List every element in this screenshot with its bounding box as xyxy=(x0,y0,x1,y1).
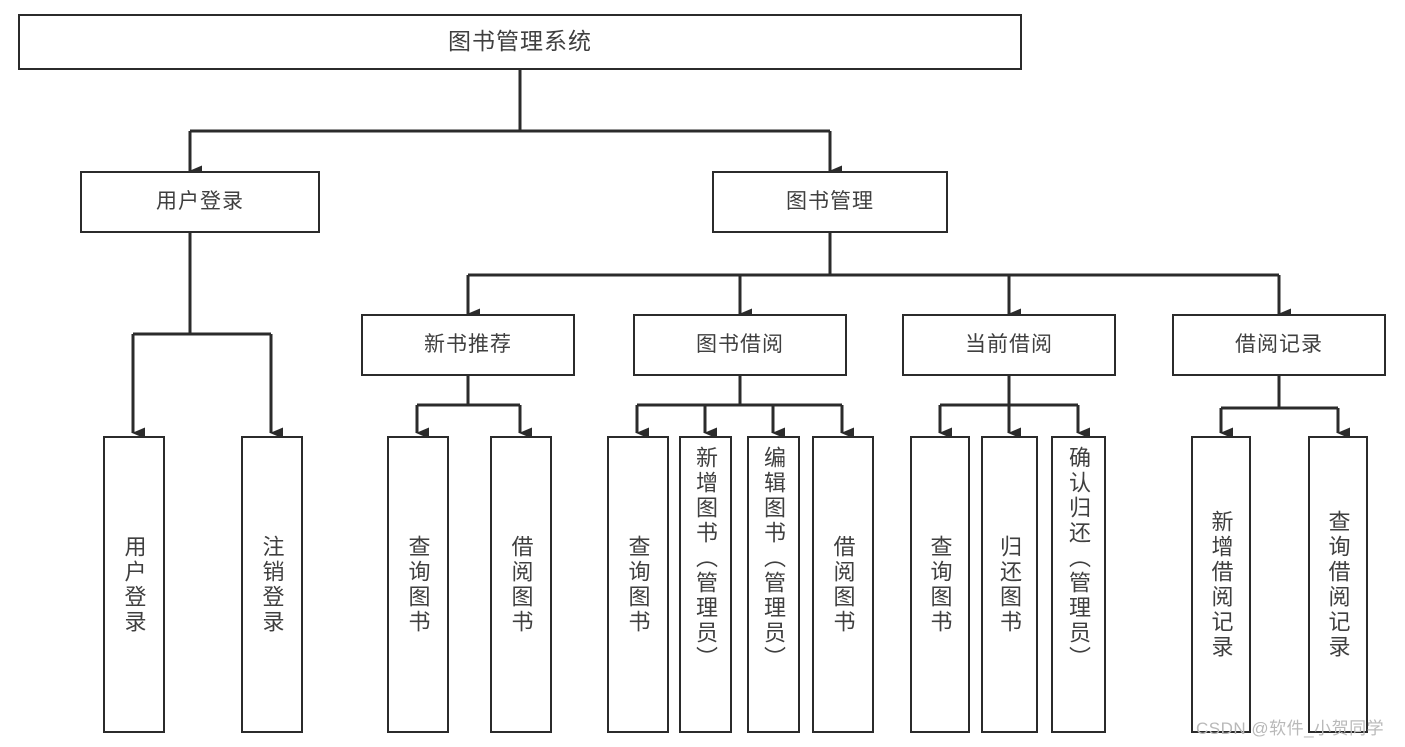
node-leaf-query-book-2-label: 查询图书 xyxy=(625,534,651,635)
node-current-borrow[interactable]: 当前借阅 xyxy=(902,314,1116,376)
node-leaf-query-record-label: 查询借阅记录 xyxy=(1325,509,1351,660)
node-leaf-borrow-book-1[interactable]: 借阅图书 xyxy=(490,436,552,733)
node-root-label: 图书管理系统 xyxy=(448,28,592,55)
node-leaf-borrow-book-2-label: 借阅图书 xyxy=(830,534,856,635)
node-leaf-query-book-1[interactable]: 查询图书 xyxy=(387,436,449,733)
node-leaf-add-book[interactable]: 新增图书（管理员） xyxy=(679,436,732,733)
node-leaf-query-record[interactable]: 查询借阅记录 xyxy=(1308,436,1368,733)
node-book-manage-label: 图书管理 xyxy=(786,189,874,213)
node-current-borrow-label: 当前借阅 xyxy=(965,332,1053,356)
node-root[interactable]: 图书管理系统 xyxy=(18,14,1022,70)
node-borrow-record[interactable]: 借阅记录 xyxy=(1172,314,1386,376)
node-new-book-rec[interactable]: 新书推荐 xyxy=(361,314,575,376)
node-leaf-logout[interactable]: 注销登录 xyxy=(241,436,303,733)
node-book-borrow-label: 图书借阅 xyxy=(696,332,784,356)
node-leaf-query-book-2[interactable]: 查询图书 xyxy=(607,436,669,733)
node-leaf-add-book-label: 新增图书（管理员） xyxy=(693,446,719,671)
node-leaf-return-book-label: 归还图书 xyxy=(997,534,1023,635)
node-leaf-return-book[interactable]: 归还图书 xyxy=(981,436,1038,733)
node-leaf-confirm-return[interactable]: 确认归还（管理员） xyxy=(1051,436,1106,733)
node-leaf-user-login-label: 用户登录 xyxy=(121,534,147,635)
node-leaf-edit-book-label: 编辑图书（管理员） xyxy=(761,446,787,671)
node-leaf-user-login[interactable]: 用户登录 xyxy=(103,436,165,733)
node-leaf-add-record-label: 新增借阅记录 xyxy=(1208,509,1234,660)
node-leaf-borrow-book-1-label: 借阅图书 xyxy=(508,534,534,635)
node-leaf-borrow-book-2[interactable]: 借阅图书 xyxy=(812,436,874,733)
node-leaf-add-record[interactable]: 新增借阅记录 xyxy=(1191,436,1251,733)
node-leaf-query-book-1-label: 查询图书 xyxy=(405,534,431,635)
node-leaf-logout-label: 注销登录 xyxy=(259,534,285,635)
node-book-borrow[interactable]: 图书借阅 xyxy=(633,314,847,376)
node-leaf-query-book-3[interactable]: 查询图书 xyxy=(910,436,970,733)
node-borrow-record-label: 借阅记录 xyxy=(1235,332,1323,356)
node-leaf-edit-book[interactable]: 编辑图书（管理员） xyxy=(747,436,800,733)
node-leaf-confirm-return-label: 确认归还（管理员） xyxy=(1066,446,1092,671)
node-user-login[interactable]: 用户登录 xyxy=(80,171,320,233)
node-new-book-rec-label: 新书推荐 xyxy=(424,332,512,356)
node-leaf-query-book-3-label: 查询图书 xyxy=(927,534,953,635)
csdn-watermark: CSDN @软件_小贺同学 xyxy=(1196,719,1385,738)
node-book-manage[interactable]: 图书管理 xyxy=(712,171,948,233)
node-user-login-label: 用户登录 xyxy=(156,189,244,213)
